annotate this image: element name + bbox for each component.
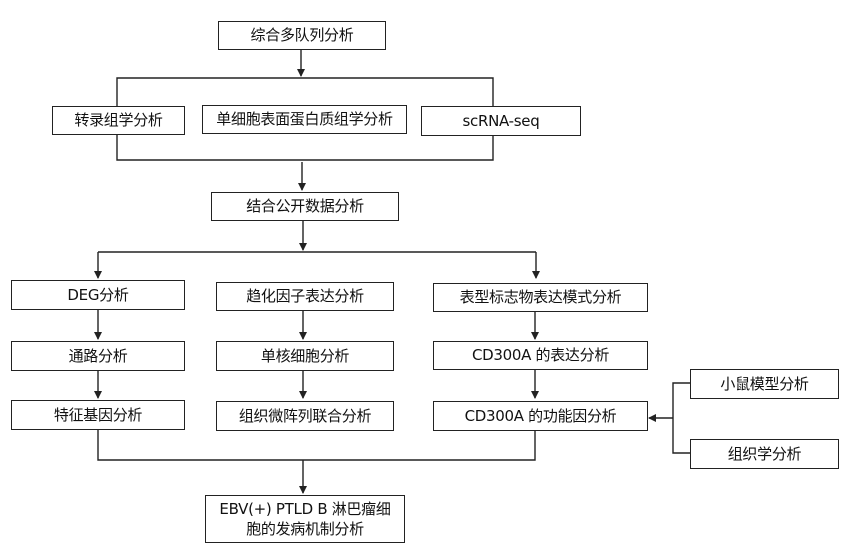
box-scrna-seq: scRNA-seq xyxy=(421,106,581,136)
box-transcriptomics: 转录组学分析 xyxy=(52,106,185,135)
box-tissue-microarray-analysis: 组织微阵列联合分析 xyxy=(216,401,394,431)
box-single-cell-surface-proteomics: 单细胞表面蛋白质组学分析 xyxy=(202,105,407,134)
bracket-level2-top xyxy=(116,77,494,106)
box-monocyte-analysis: 单核细胞分析 xyxy=(216,341,394,371)
box-cd300a-expression-analysis: CD300A 的表达分析 xyxy=(433,341,648,370)
box-public-data-analysis: 结合公开数据分析 xyxy=(211,192,399,221)
box-deg-analysis: DEG分析 xyxy=(11,280,185,310)
box-final-pathogenesis-analysis: EBV(+) PTLD B 淋巴瘤细胞的发病机制分析 xyxy=(205,495,405,543)
box-cd300a-function-analysis: CD300A 的功能因分析 xyxy=(433,401,648,431)
bottom-merge-line xyxy=(97,430,536,461)
box-pathway-analysis: 通路分析 xyxy=(11,341,185,371)
box-histology-analysis: 组织学分析 xyxy=(690,439,839,469)
box-feature-gene-analysis: 特征基因分析 xyxy=(11,400,185,430)
side-bracket xyxy=(672,382,690,454)
box-phenotype-marker-analysis: 表型标志物表达模式分析 xyxy=(433,283,648,312)
box-chemokine-expression-analysis: 趋化因子表达分析 xyxy=(216,282,394,311)
box-mouse-model-analysis: 小鼠模型分析 xyxy=(690,369,839,399)
bracket-level2-bottom xyxy=(116,134,494,161)
box-multi-cohort-analysis: 综合多队列分析 xyxy=(218,21,386,50)
